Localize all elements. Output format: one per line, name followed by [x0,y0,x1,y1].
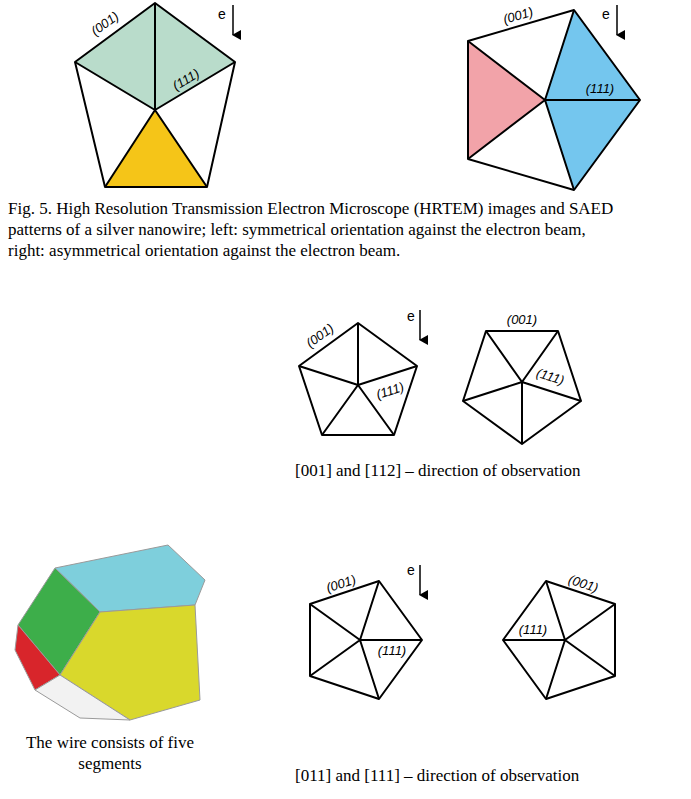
pentagon-011 [310,581,422,699]
symmetric-pentagon [75,3,235,187]
asymmetric-pentagon [468,10,640,190]
view-caption: [001] and [112] – direction of observati… [295,460,675,481]
beam-arrow [419,310,421,340]
beam-label: e [218,7,226,22]
plane-label: (111) [534,366,565,388]
beam-arrow [616,5,618,35]
plane-label: (001) [324,573,357,596]
plane-label: (111) [374,380,405,402]
plane-label: (001) [507,313,537,327]
plane-label: (111) [586,82,614,96]
plane-label: (111) [519,623,547,637]
plane-label: (001) [566,573,599,596]
beam-label: e [407,563,415,578]
beam-arrow [232,5,234,35]
plane-label: (001) [304,321,337,350]
view-caption: [011] and [111] – direction of observati… [295,765,675,786]
pentagon-111 [503,581,615,699]
model-caption: The wire consists of five segments [15,732,205,774]
beam-label: e [407,309,415,324]
plane-label: (111) [378,644,406,658]
pentagon-112 [463,331,581,444]
beam-label: e [602,7,610,22]
beam-arrow [419,565,421,595]
wire-model [15,545,205,720]
figure-caption: Fig. 5. High Resolution Transmission Ele… [8,198,620,261]
